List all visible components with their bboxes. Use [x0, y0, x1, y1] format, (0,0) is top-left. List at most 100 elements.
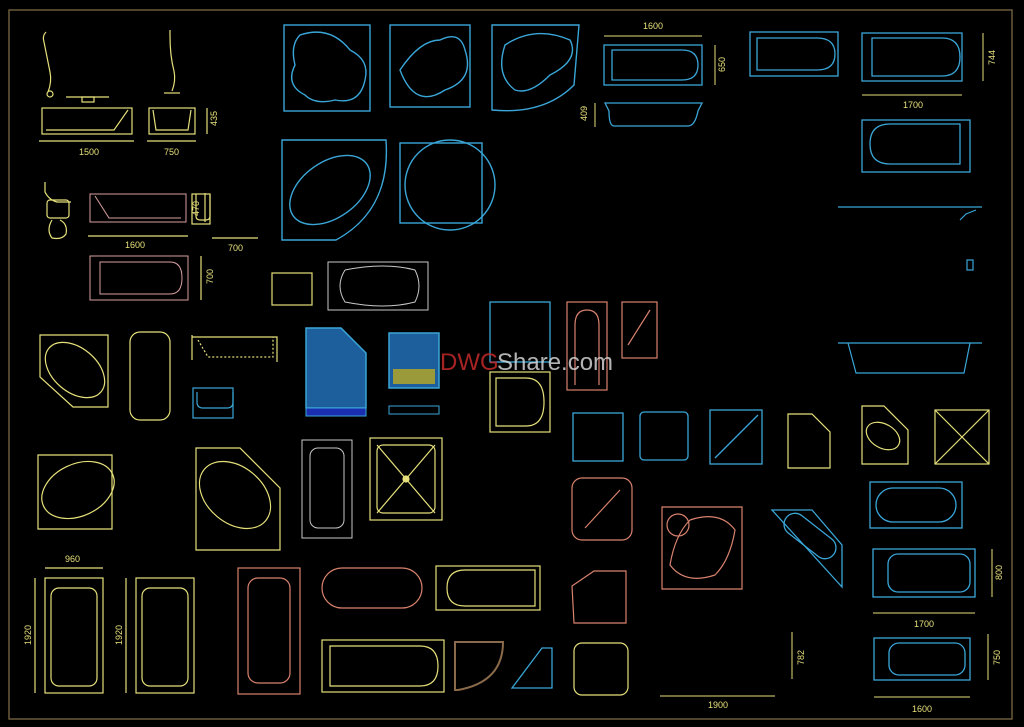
tray-pink-rounded — [571, 477, 633, 541]
rect-tubs-bottom-right — [869, 481, 976, 681]
hand-shower-hose-2 — [169, 30, 176, 92]
yellow-trays-right — [321, 405, 990, 696]
tub-1700-744 — [861, 32, 963, 82]
tub-angled-basin — [783, 512, 837, 560]
oval-basin — [289, 154, 371, 226]
tray-quadrant — [454, 641, 505, 691]
dim-1600-top: 1600 — [643, 21, 663, 31]
dim-1920-b: 1920 — [114, 625, 124, 645]
corner-tub-ellipse — [39, 334, 109, 408]
dim-470: 470 — [191, 201, 201, 216]
dim-800: 800 — [994, 565, 1004, 580]
tub-end-inner — [195, 194, 211, 221]
tub-1600-basin — [99, 261, 183, 295]
tubs-1920 — [34, 567, 195, 694]
tray-yellow-pentagon — [787, 413, 831, 469]
tray-cyan-b — [709, 409, 763, 465]
corner-tub-round — [399, 142, 483, 224]
tub-1600-650 — [603, 44, 703, 86]
offset-basin — [399, 36, 469, 98]
jacuzzi-basin — [669, 516, 736, 579]
ergonomic-basin — [339, 265, 420, 307]
tray-cyan-square — [489, 301, 551, 363]
tub-yellow-long — [321, 639, 445, 693]
yd2 — [934, 409, 990, 465]
tray-section — [305, 407, 367, 417]
shower-tray-pentagon — [305, 327, 367, 409]
round-basin — [404, 139, 496, 231]
brown-quadrant-tray — [454, 641, 505, 691]
clawfoot-body — [46, 199, 70, 219]
tub-plain-basin — [869, 123, 961, 165]
dim-1700-bottom: 1700 — [914, 619, 934, 629]
small-cyan-tub — [192, 387, 234, 419]
square-shower-tray — [369, 437, 443, 521]
tub-section-dashed — [191, 335, 278, 362]
dim-700-vertical: 700 — [205, 269, 215, 284]
corner-tubs-top — [281, 24, 580, 241]
tub-cyan-oval-basin — [875, 487, 957, 523]
dim-1920-a: 1920 — [23, 625, 33, 645]
tray-yellow-rounded — [573, 642, 629, 696]
tub-1700-800 — [872, 548, 976, 598]
dim-1900-782 — [660, 632, 793, 697]
watermark-dwg: DWG — [440, 349, 499, 376]
tray-cyan-glass — [572, 412, 624, 462]
dims-bottom-right — [873, 549, 993, 698]
tub-side-inner — [94, 195, 181, 219]
tub-1600-basin — [611, 49, 699, 81]
dims-top-right — [594, 33, 984, 127]
kidney-basin — [501, 32, 574, 92]
large-basin — [198, 460, 272, 530]
tub-1920-b-basin — [141, 587, 189, 687]
drawing-frame — [8, 9, 1013, 720]
tub-shaped — [129, 331, 171, 421]
freestanding-tub-side — [41, 107, 133, 135]
clawfoot-group — [44, 182, 258, 300]
tray-inner — [376, 444, 436, 514]
tray-pink-corner — [571, 570, 627, 624]
tub-white-rect — [301, 439, 353, 539]
clawfoot-foot — [48, 219, 67, 240]
tub-cyan-oval — [869, 481, 963, 529]
cyan-trays-row — [510, 409, 843, 689]
corner-tub-whirl — [37, 454, 113, 530]
shower-head-icon — [959, 209, 977, 221]
dim-960: 960 — [65, 554, 80, 564]
cyan-tray-near-watermark — [489, 301, 551, 363]
tub-1600-750-basin — [888, 642, 966, 676]
tray-yellow-band — [393, 369, 435, 384]
tray-d-inner — [495, 377, 545, 427]
dim-1700-top: 1700 — [903, 100, 923, 110]
tub-section — [847, 342, 971, 374]
tray-cyan-a — [639, 411, 689, 461]
tub-ergonomic — [327, 261, 429, 311]
corner-basin — [865, 421, 901, 451]
corner-tub-large — [195, 447, 281, 551]
corner-tub-offset — [389, 24, 471, 108]
tray-diagonal — [627, 309, 651, 346]
dim-782: 782 — [796, 650, 806, 665]
tub-inner-slope — [46, 109, 129, 131]
tray-cyan-small — [510, 647, 553, 689]
tub-yellow-long-basin — [329, 645, 439, 687]
dim-1600-bottom: 1600 — [912, 704, 932, 714]
ellipse-basin — [44, 341, 106, 399]
whirl-basin — [41, 460, 115, 520]
tub-1920-a — [44, 577, 104, 694]
tub-section-dashed-inner — [197, 337, 274, 358]
corner-tub-oval — [281, 139, 388, 241]
tub-1700-800-basin — [887, 553, 971, 593]
tub-arch-inner — [574, 309, 600, 385]
clawfoot-back — [44, 182, 71, 203]
freestanding-tub-group — [39, 30, 208, 142]
corner-tub-kidney — [491, 24, 580, 112]
jacuzzi — [661, 506, 743, 590]
tub-pink-long — [237, 567, 301, 695]
tray-yellow-square — [934, 409, 990, 465]
tub-1920-b — [135, 577, 195, 694]
tub-1600-section — [603, 102, 704, 127]
pink-tubs — [237, 301, 743, 695]
small-tub-inner — [196, 392, 234, 409]
jacuzzi-seat — [666, 513, 690, 537]
